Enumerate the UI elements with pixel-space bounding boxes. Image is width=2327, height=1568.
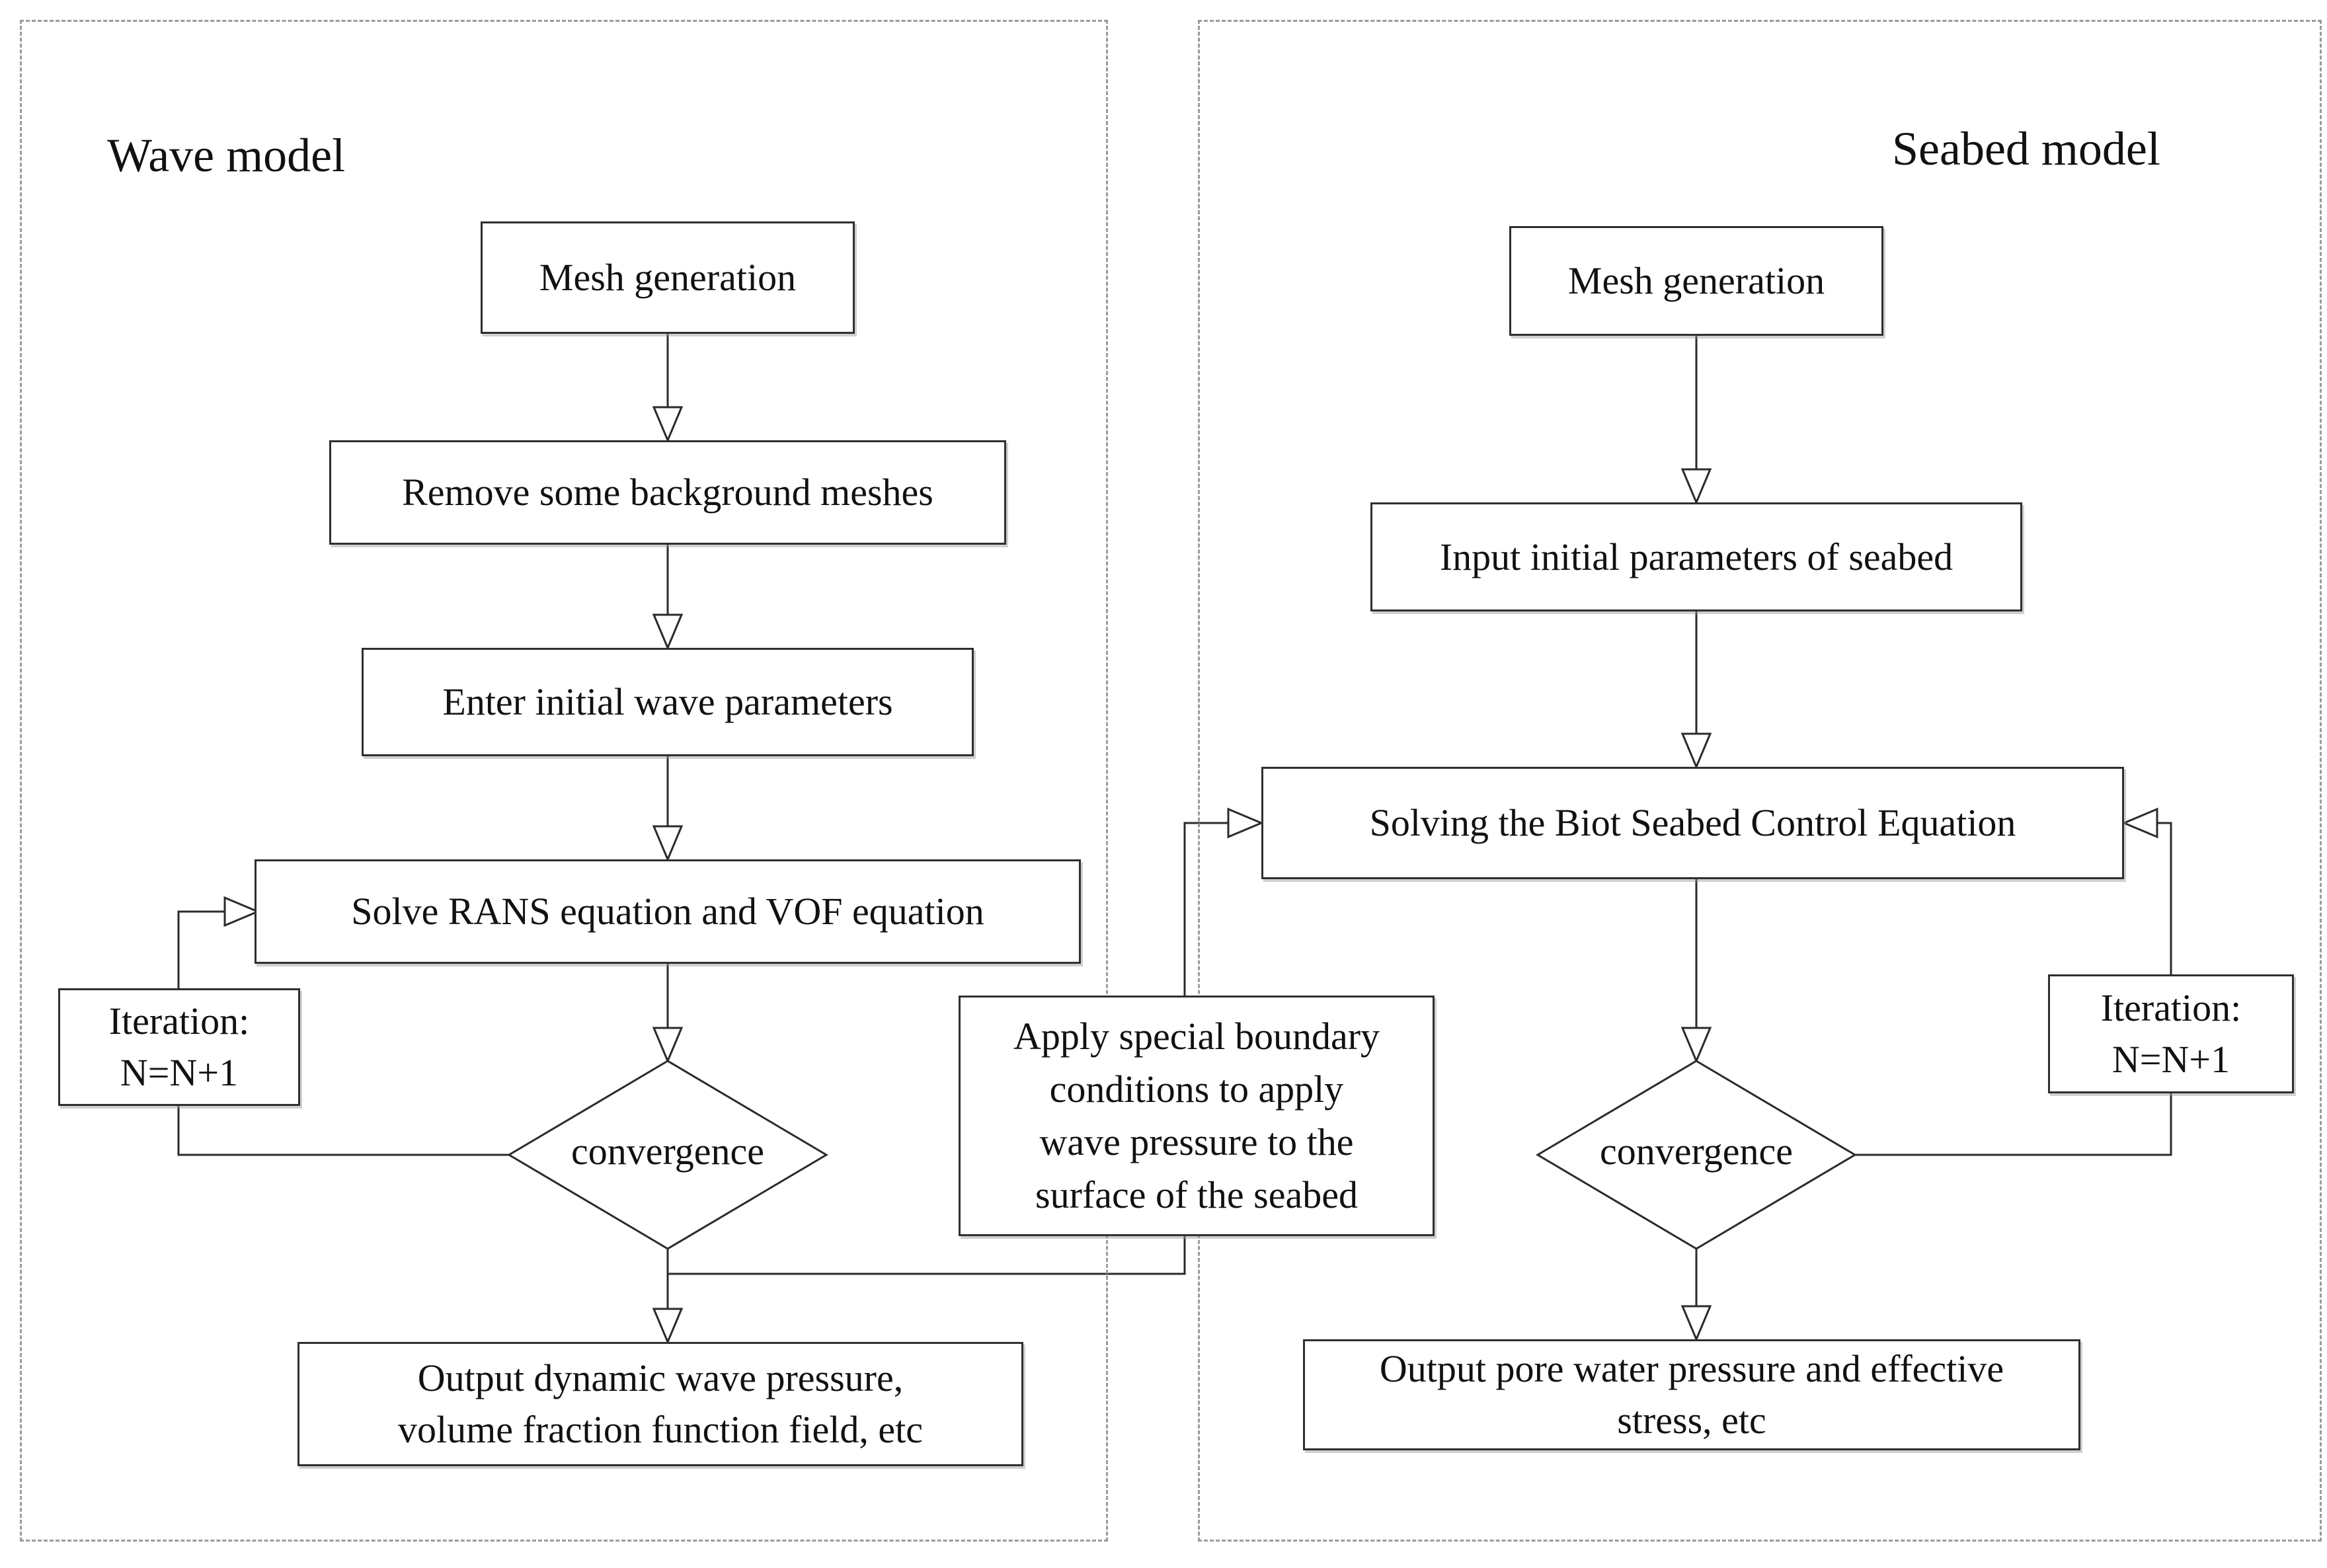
seabed-model-panel — [1198, 20, 2322, 1542]
arrowhead-wave-mesh-to-remove — [652, 406, 684, 443]
node-label-line3: wave pressure to the — [1039, 1120, 1354, 1163]
arrowhead-seabed-iteration-to-solving — [2121, 807, 2158, 839]
node-wave-mesh-generation: Mesh generation — [481, 221, 855, 334]
node-wave-iteration: Iteration: N=N+1 — [58, 988, 300, 1106]
arrowhead-seabed-solving-to-convergence — [1680, 1027, 1712, 1064]
node-label-line4: surface of the seabed — [1035, 1173, 1358, 1216]
node-label: Remove some background meshes — [402, 471, 933, 514]
node-wave-enter-initial-parameters: Enter initial wave parameters — [362, 648, 974, 756]
node-label: Solving the Biot Seabed Control Equation — [1369, 801, 2016, 844]
wave-model-panel — [20, 20, 1108, 1542]
wave-model-title: Wave model — [107, 129, 346, 182]
seabed-model-title: Seabed model — [1892, 122, 2160, 175]
arrowhead-apply-box-to-solving — [1227, 807, 1264, 839]
node-label-line2: volume fraction function field, etc — [398, 1408, 923, 1451]
arrowhead-wave-solve-to-convergence — [652, 1027, 684, 1064]
arrowhead-wave-convergence-to-output — [652, 1308, 684, 1345]
node-label-line2: N=N+1 — [2111, 1038, 2230, 1081]
arrowhead-wave-iteration-to-solve — [223, 896, 260, 927]
node-label: Solve RANS equation and VOF equation — [351, 890, 984, 933]
node-label-line1: Output pore water pressure and effective — [1379, 1347, 2004, 1390]
node-label-line2: N=N+1 — [120, 1051, 239, 1094]
node-seabed-output: Output pore water pressure and effective… — [1303, 1339, 2080, 1450]
arrowhead-wave-remove-to-enter — [652, 613, 684, 650]
node-wave-remove-background-meshes: Remove some background meshes — [329, 440, 1006, 545]
node-apply-boundary-conditions: Apply special boundary conditions to app… — [959, 996, 1435, 1236]
line-wave-output-junction-to-apply-box — [668, 1236, 1186, 1275]
node-seabed-iteration: Iteration: N=N+1 — [2048, 974, 2294, 1093]
node-label: Enter initial wave parameters — [442, 680, 893, 723]
node-label-line2: conditions to apply — [1049, 1068, 1344, 1111]
node-seabed-mesh-generation: Mesh generation — [1509, 226, 1883, 336]
node-label-line1: Output dynamic wave pressure, — [417, 1356, 904, 1399]
diamond-wave-convergence-label: convergence — [571, 1130, 764, 1173]
node-label: Mesh generation — [539, 256, 797, 299]
node-label-line2: stress, etc — [1617, 1399, 1766, 1442]
arrowhead-seabed-input-to-solving — [1680, 732, 1712, 769]
arrowhead-wave-enter-to-solve — [652, 825, 684, 862]
node-wave-output: Output dynamic wave pressure, volume fra… — [297, 1342, 1023, 1466]
node-label: Input initial parameters of seabed — [1439, 535, 1953, 578]
line-apply-box-to-solving — [1183, 822, 1228, 996]
arrowhead-seabed-mesh-to-input — [1680, 468, 1712, 505]
node-label: Mesh generation — [1567, 259, 1825, 302]
node-wave-solve-rans-vof: Solve RANS equation and VOF equation — [255, 859, 1081, 964]
node-label-line1: Iteration: — [108, 1000, 250, 1042]
node-label-line1: Iteration: — [2100, 986, 2242, 1029]
node-seabed-input-initial-parameters: Input initial parameters of seabed — [1370, 502, 2022, 611]
diamond-seabed-convergence-label: convergence — [1600, 1130, 1793, 1173]
node-label-line1: Apply special boundary — [1013, 1015, 1380, 1058]
arrowhead-seabed-convergence-to-output — [1680, 1305, 1712, 1342]
node-seabed-solving-biot-equation: Solving the Biot Seabed Control Equation — [1261, 767, 2124, 879]
